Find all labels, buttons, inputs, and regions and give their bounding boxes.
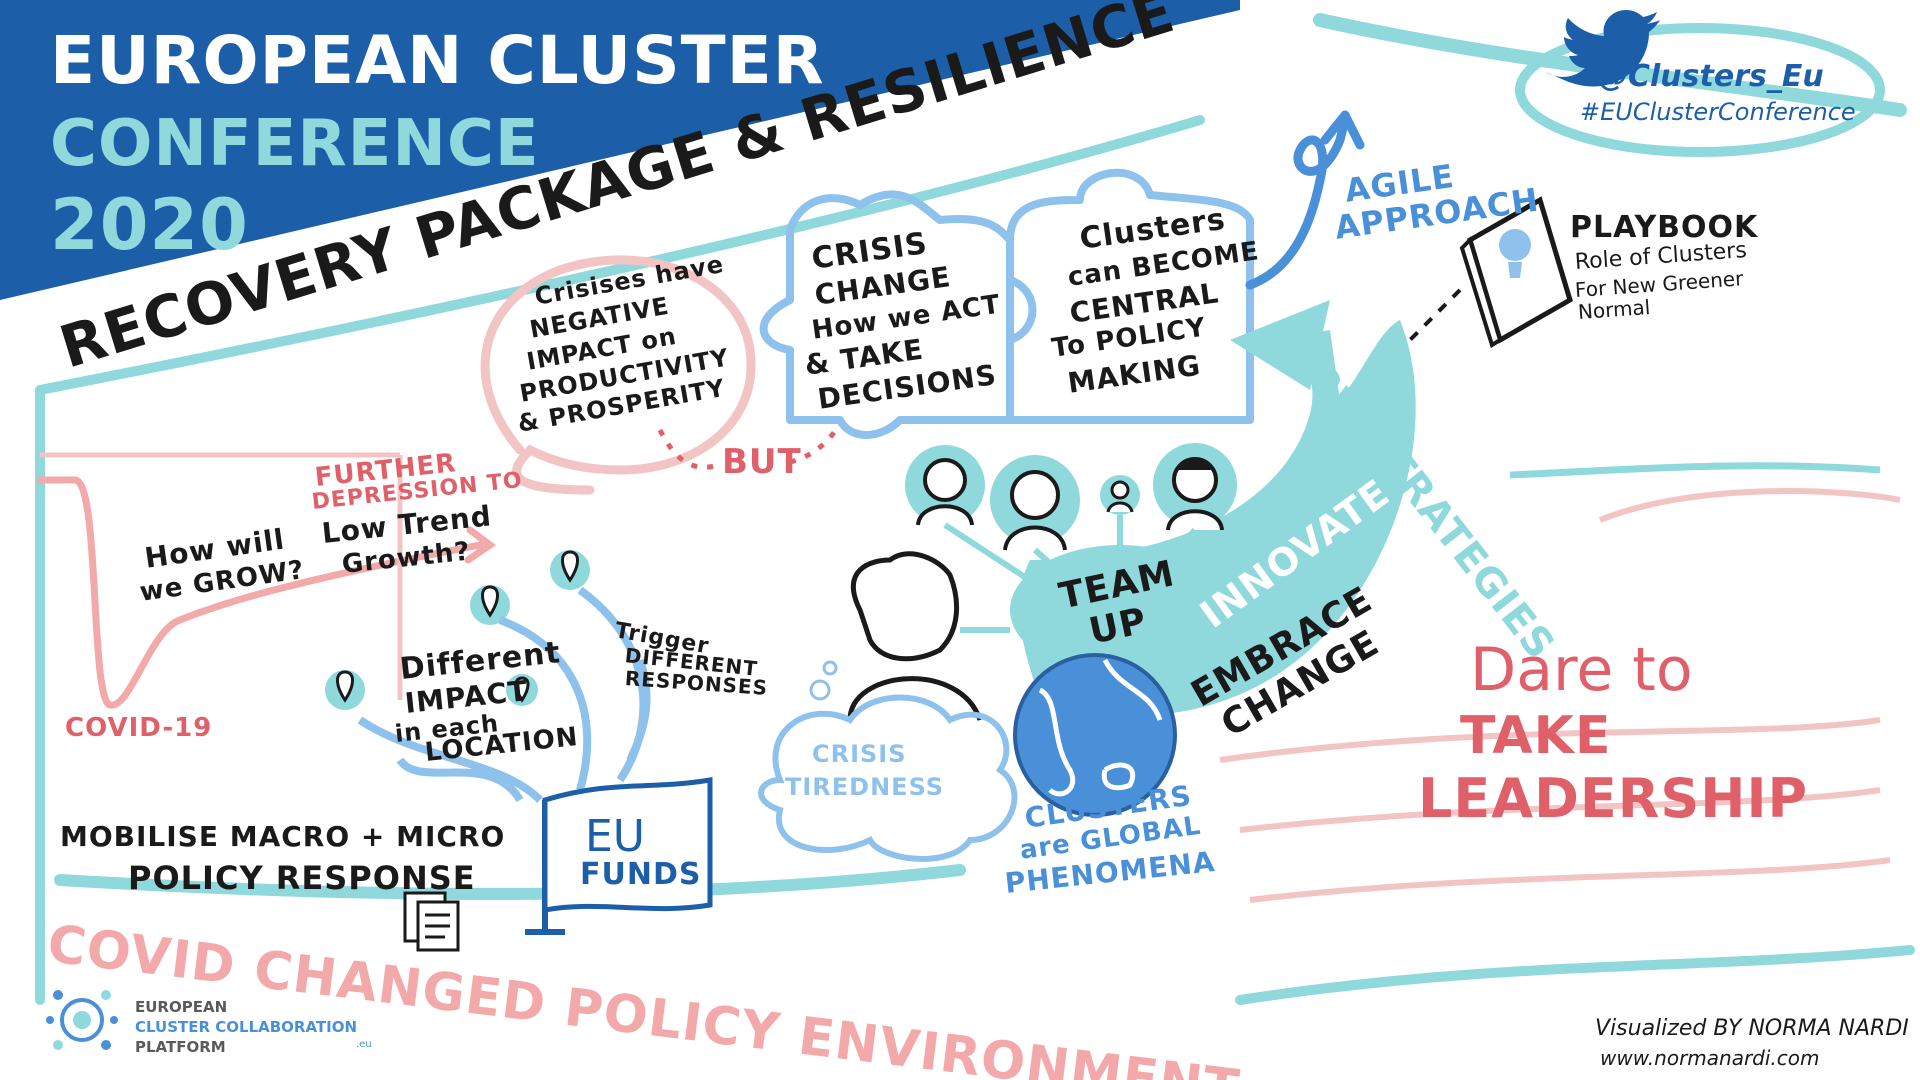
logo-line-2: CLUSTER COLLABORATION [135,1018,358,1036]
globe-continent-2 [1102,658,1163,721]
teal-divider-line [35,115,1205,395]
location-pin-1 [325,670,365,710]
team-link-4 [1157,528,1198,572]
team-link-1 [943,522,1062,603]
pink-swoosh-4 [1598,488,1901,523]
documents-icon [403,891,460,952]
team-link-2 [1033,547,1082,593]
logo-suffix: .eu [356,1039,372,1050]
crisis-tiredness-line-1: CRISIS [812,740,907,768]
globe-continent-1 [1038,687,1075,797]
person-head-2 [990,455,1080,551]
policy-response-label: POLICY RESPONSE [128,859,476,897]
leadership-label: LEADERSHIP [1418,767,1809,830]
crisis-tiredness-cloud [758,694,1018,862]
teal-bottom-right-line [1235,945,1915,1005]
pink-swoosh-1 [1219,717,1881,763]
logo-line-3: PLATFORM [135,1038,226,1056]
but-label: BUT [722,442,802,482]
ecccp-logo-icon [46,990,118,1050]
funds-arrow-3 [498,616,592,792]
person-head-1 [905,445,985,526]
title-line-2: CONFERENCE [50,107,540,181]
title-line-1: EUROPEAN CLUSTER [50,22,825,99]
credit-line-1: Visualized BY NORMA NARDI [1595,1016,1909,1041]
agile-arrow [1245,115,1350,290]
agile-arrow-head [1320,110,1365,150]
eu-flag [542,777,713,913]
location-pin-3 [550,550,590,590]
globe-continent-3 [1101,762,1135,791]
twitter-bird-icon [1545,10,1660,87]
person-head-3 [1100,475,1140,515]
eu-label: EU [585,811,646,862]
playbook-title: PLAYBOOK [1570,210,1759,245]
covid-19-label: COVID-19 [65,713,213,743]
puzzle-piece-left [759,190,1014,439]
playbook-dashed-link [1398,288,1462,352]
social-bubble-outline [1515,23,1885,157]
playbook-line-3: Normal [1577,294,1652,324]
funds-label: FUNDS [580,857,702,892]
funds-arrow-2 [396,757,524,803]
funds-arrow-5 [626,658,651,762]
mobilise-label: MOBILISE MACRO + MICRO [60,820,506,853]
pink-swoosh-2 [1239,787,1881,833]
person-head-4 [1153,443,1237,531]
hashtag[interactable]: #EUClusterConference [1580,98,1856,126]
teal-swoosh-right [1509,462,1881,479]
location-pin-2 [470,585,510,625]
title-line-3: 2020 [50,184,249,266]
growth-curve [36,476,484,709]
take-label: TAKE [1460,706,1612,766]
twitter-handle[interactable]: @Clusters_Eu [1598,59,1824,94]
credit-line-2[interactable]: www.normanardi.com [1600,1046,1820,1070]
crisis-tiredness-line-2: TIREDNESS [785,773,945,801]
teal-floor-line [54,864,966,900]
pink-swoosh-3 [1249,857,1891,903]
funds-arrow-1 [357,716,543,803]
big-teal-arrow-head [1230,300,1330,390]
location-pin-4 [506,674,538,706]
puzzle-piece-right [1006,168,1254,424]
growth-arrow-head [464,526,497,564]
crisis-speech-bubble [480,255,756,495]
playbook-book-icon [1459,196,1573,349]
dare-to-label: Dare to [1470,635,1693,705]
logo-line-1: EUROPEAN [135,998,228,1016]
header-band [0,0,1240,300]
